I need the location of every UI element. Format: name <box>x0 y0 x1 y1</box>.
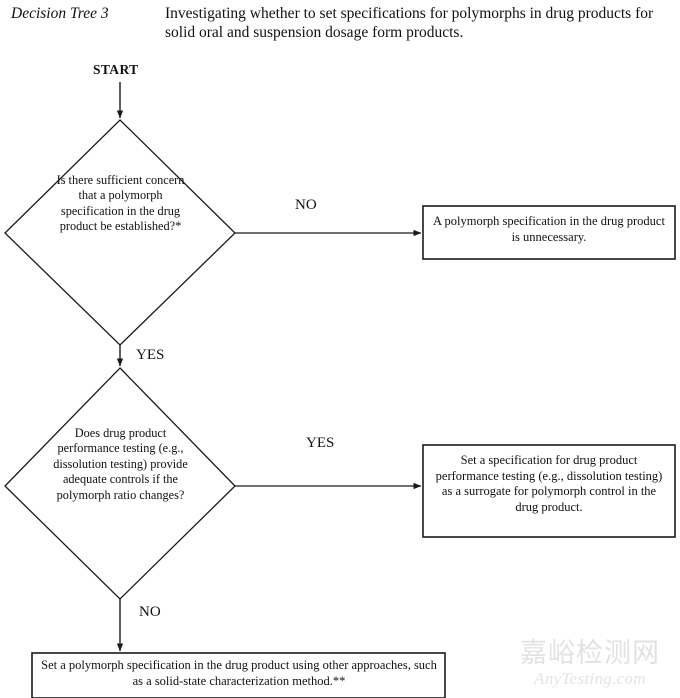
edge-label-decision-1-no: NO <box>295 197 317 213</box>
outcome-1-box <box>422 205 676 260</box>
outcome-1-text: A polymorph specification in the drug pr… <box>433 214 665 244</box>
edge-label-decision-2-yes: YES <box>306 435 335 451</box>
edge-label-decision-2-no: NO <box>139 604 161 620</box>
decision-tree-label: Decision Tree 3 <box>11 5 109 22</box>
decision-tree-description: Investigating whether to set specificati… <box>165 5 654 41</box>
decision-1-text: Is there sufficient concern that a polym… <box>56 173 185 234</box>
decision-2-text: Does drug product performance testing (e… <box>53 426 188 502</box>
outcome-3-text: Set a polymorph specification in the dru… <box>41 658 437 688</box>
start-label: START <box>93 62 139 77</box>
outcome-2-box <box>422 444 676 538</box>
header: Decision Tree 3 Investigating whether to… <box>0 0 680 50</box>
outcome-3-box <box>31 652 446 698</box>
outcome-2-text: Set a specification for drug product per… <box>435 453 663 514</box>
edge-label-decision-1-yes: YES <box>136 347 165 363</box>
